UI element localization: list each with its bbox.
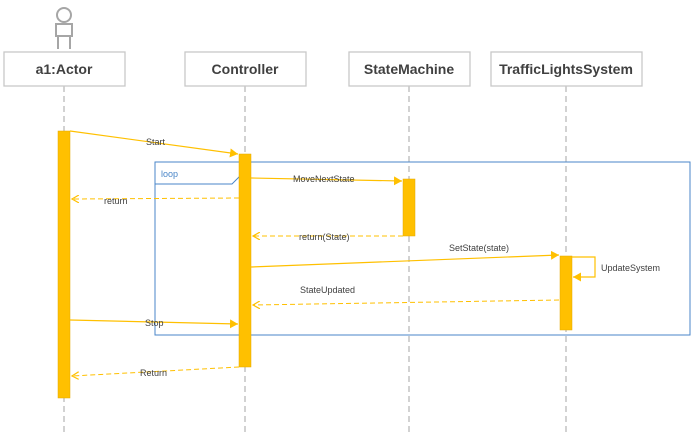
participant-label: a1:Actor [36, 61, 93, 77]
actor-icon [55, 7, 73, 49]
participant-header-actor[interactable]: a1:Actor [3, 51, 126, 87]
message-start[interactable]: Start [69, 130, 239, 158]
activation-controller [238, 153, 252, 368]
participant-header-traffic[interactable]: TrafficLightsSystem [490, 51, 643, 87]
message-return[interactable]: return [72, 196, 240, 206]
message-label: Start [146, 137, 166, 147]
message-stop[interactable]: Stop [69, 318, 239, 329]
message-label: SetState(state) [449, 243, 509, 253]
message-label: return [104, 196, 128, 206]
message-label: Stop [145, 318, 164, 328]
participant-label: TrafficLightsSystem [499, 61, 633, 77]
participant-label: StateMachine [364, 61, 454, 77]
participant-label: Controller [212, 61, 279, 77]
loop-label: loop [161, 169, 178, 179]
message-setstate[interactable]: SetState(state) [250, 243, 560, 268]
message-label: UpdateSystem [601, 263, 660, 273]
participant-header-controller[interactable]: Controller [184, 51, 307, 87]
activation-actor [57, 130, 71, 399]
loop-frame: loop [154, 161, 691, 336]
message-movenextstate[interactable]: MoveNextState [250, 174, 403, 186]
message-return-state[interactable]: return(State) [253, 232, 403, 242]
participant-header-statemachine[interactable]: StateMachine [348, 51, 471, 87]
message-label: StateUpdated [300, 285, 355, 295]
activation-traffic [559, 255, 573, 331]
message-stateupdated[interactable]: StateUpdated [253, 285, 560, 305]
message-label: Return [140, 368, 167, 378]
message-label: return(State) [299, 232, 350, 242]
message-updatesystem[interactable]: UpdateSystem [572, 256, 660, 282]
activation-statemachine [402, 178, 416, 237]
message-return-final[interactable]: Return [72, 366, 240, 378]
message-label: MoveNextState [293, 174, 355, 184]
